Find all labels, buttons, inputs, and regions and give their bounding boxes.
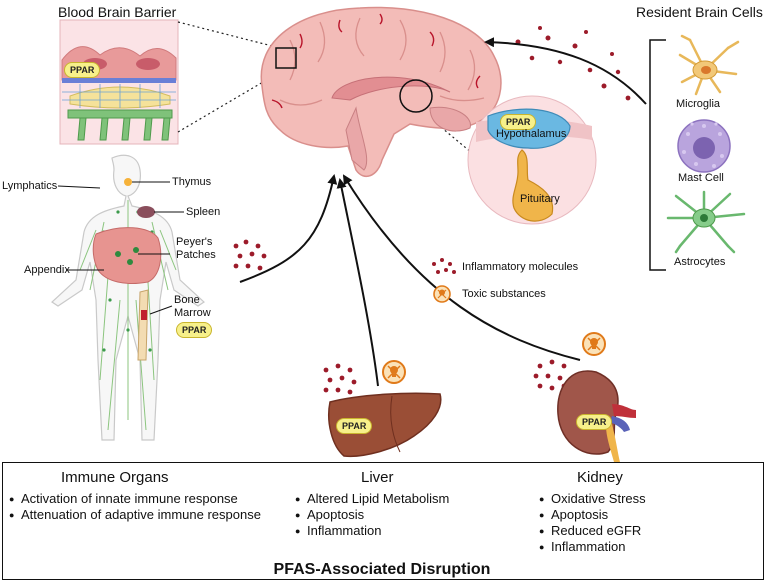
signal-arrows <box>239 37 647 387</box>
hypothalamus-label: Hypothalamus <box>496 128 567 140</box>
pituitary-label: Pituitary <box>520 193 560 205</box>
thymus-organ <box>124 178 132 186</box>
inset-connector-lines <box>177 21 501 159</box>
liver-organ <box>328 392 442 458</box>
liver-item: Altered Lipid Metabolism <box>295 491 515 507</box>
liver-item: Apoptosis <box>295 507 515 523</box>
thymus-label: Thymus <box>172 176 212 188</box>
ppar-badge-bbb: PPAR <box>64 62 101 78</box>
kidney-item: Apoptosis <box>539 507 749 523</box>
kidney-title: Kidney <box>577 469 623 486</box>
kidney-item: Reduced eGFR <box>539 523 749 539</box>
resident-cells-bracket <box>649 39 666 271</box>
toxic-substance-icons <box>382 285 606 384</box>
arrow-kidney-to-brain <box>342 174 581 361</box>
blood-brain-barrier-title: Blood Brain Barrier <box>58 4 177 20</box>
peyers-patches-label-line1: Peyer's <box>176 236 213 248</box>
human-body <box>51 154 205 441</box>
body-label-leaders <box>57 181 184 315</box>
immune-organs-title: Immune Organs <box>61 469 169 486</box>
legend-toxic-label: Toxic substances <box>462 288 546 300</box>
arrow-liver-to-brain <box>336 178 379 387</box>
astrocytes-label: Astrocytes <box>674 256 726 268</box>
spleen-organ <box>137 206 155 218</box>
mast-cell <box>677 119 731 173</box>
kidney-item: Inflammation <box>539 539 749 555</box>
liver-title: Liver <box>361 469 394 486</box>
arrow-immune-to-brain <box>239 174 338 283</box>
bone-marrow-label-line2: Marrow <box>174 307 211 319</box>
ppar-badge-liver: PPAR <box>336 418 373 434</box>
inflammatory-particles <box>233 26 631 395</box>
summary-panel: Immune Organs Activation of innate immun… <box>2 462 764 580</box>
peyers-patches-label-line2: Patches <box>176 249 216 261</box>
arrow-resident-cells-to-brain <box>484 37 647 105</box>
pfas-disruption-title: PFAS-Associated Disruption <box>273 561 491 578</box>
blood-brain-barrier-inset <box>59 19 179 145</box>
femur-bone <box>137 289 149 361</box>
immune-item: Activation of innate immune response <box>9 491 279 507</box>
ppar-badge-bone-marrow: PPAR <box>176 322 213 338</box>
brain-illustration <box>260 6 502 178</box>
astrocyte-cell <box>666 190 746 254</box>
immune-item: Attenuation of adaptive immune response <box>9 507 279 523</box>
liver-item: Inflammation <box>295 523 515 539</box>
appendix-label: Appendix <box>24 264 70 276</box>
microglia-cell <box>678 34 740 96</box>
lymphatics-label: Lymphatics <box>2 180 58 192</box>
liver-list: Altered Lipid Metabolism Apoptosis Infla… <box>295 491 515 539</box>
ppar-badge-kidney: PPAR <box>576 414 613 430</box>
hypothalamus-pituitary-inset <box>467 95 597 225</box>
resident-brain-cells-title: Resident Brain Cells <box>636 4 763 20</box>
intestines-organ <box>92 227 162 284</box>
kidney-organ <box>557 370 636 462</box>
kidney-item: Oxidative Stress <box>539 491 749 507</box>
microglia-label: Microglia <box>676 98 721 110</box>
mast-cell-label: Mast Cell <box>678 172 724 184</box>
bone-marrow-label-line1: Bone <box>174 294 200 306</box>
kidney-list: Oxidative Stress Apoptosis Reduced eGFR … <box>539 491 749 555</box>
spleen-label: Spleen <box>186 206 221 218</box>
legend-inflammatory-label: Inflammatory molecules <box>462 261 579 273</box>
ppar-badge-hypothalamus: PPAR <box>500 114 537 130</box>
immune-organs-list: Activation of innate immune response Att… <box>9 491 279 523</box>
